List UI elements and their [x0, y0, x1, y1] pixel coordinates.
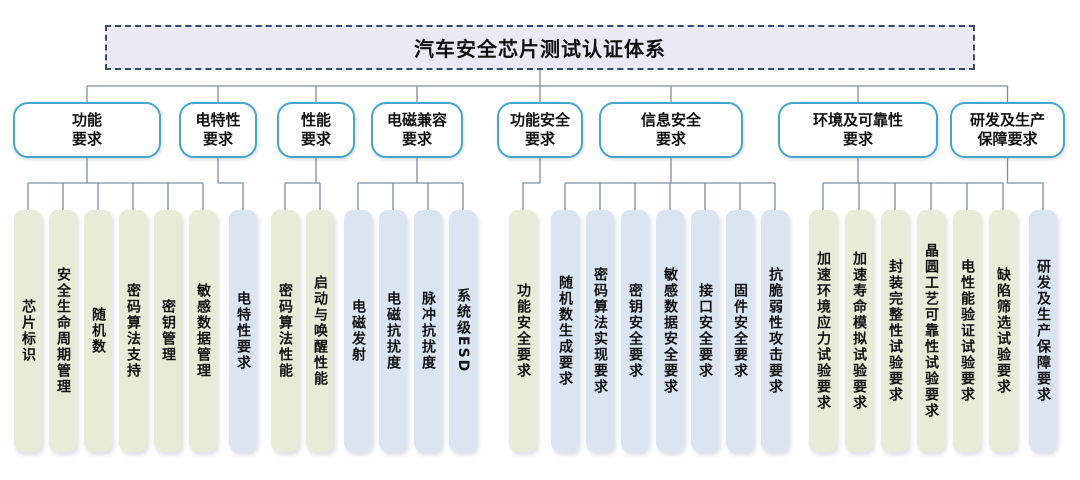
- leaf-performance-0: 密码算法性能: [271, 210, 299, 452]
- leaf-label: 密码算法支持: [125, 283, 141, 379]
- leaf-information-security-0: 随机数生成要求: [551, 210, 579, 452]
- leaf-functional-safety-0: 功能安全要求: [509, 210, 537, 452]
- leaf-information-security-1: 密码算法实现要求: [586, 210, 614, 452]
- leaf-functional-5: 敏感数据管理: [189, 210, 217, 452]
- leaf-label: 晶圆工艺可靠性试验要求: [923, 243, 939, 419]
- leaf-label: 启动与唤醒性能: [312, 275, 328, 387]
- leaf-environment-reliability-3: 晶圆工艺可靠性试验要求: [917, 210, 945, 452]
- leaf-label: 密码算法性能: [277, 283, 293, 379]
- leaf-label: 封装完整性试验要求: [887, 259, 903, 403]
- branch-electrical: 电特性 要求: [179, 102, 257, 158]
- leaf-label: 密钥管理: [160, 299, 176, 363]
- leaf-emc-2: 脉冲抗扰度: [414, 210, 442, 452]
- leaf-label: 加速环境应力试验要求: [815, 251, 831, 411]
- leaf-label: 电磁发射: [350, 299, 366, 363]
- leaf-label: 随机数: [90, 307, 106, 355]
- leaf-environment-reliability-1: 加速寿命模拟试验要求: [845, 210, 873, 452]
- leaf-environment-reliability-2: 封装完整性试验要求: [881, 210, 909, 452]
- leaf-label: 密钥安全要求: [627, 283, 643, 379]
- leaf-functional-0: 芯片标识: [14, 210, 42, 452]
- branch-environment-reliability: 环境及可靠性 要求: [778, 102, 938, 158]
- leaf-information-security-4: 接口安全要求: [691, 210, 719, 452]
- leaf-information-security-2: 密钥安全要求: [621, 210, 649, 452]
- leaf-label: 缺陷筛选试验要求: [995, 267, 1011, 395]
- leaf-label: 电特性要求: [235, 291, 251, 371]
- leaf-label: 研发及生产保障要求: [1035, 259, 1051, 403]
- leaf-environment-reliability-4: 电性能验证试验要求: [953, 210, 981, 452]
- leaf-label: 电性能验证试验要求: [959, 259, 975, 403]
- leaf-label: 电磁抗扰度: [385, 291, 401, 371]
- leaf-label: 抗脆弱性攻击要求: [767, 267, 783, 395]
- leaf-performance-1: 启动与唤醒性能: [306, 210, 334, 452]
- leaf-emc-0: 电磁发射: [344, 210, 372, 452]
- leaf-rd-production-0: 研发及生产保障要求: [1029, 210, 1057, 452]
- leaf-label: 固件安全要求: [732, 283, 748, 379]
- branch-functional-safety: 功能安全 要求: [497, 102, 583, 158]
- leaf-functional-2: 随机数: [84, 210, 112, 452]
- leaf-label: 密码算法实现要求: [592, 267, 608, 395]
- leaf-label: 安全生命周期管理: [55, 267, 71, 395]
- leaf-emc-1: 电磁抗扰度: [379, 210, 407, 452]
- leaf-environment-reliability-5: 缺陷筛选试验要求: [989, 210, 1017, 452]
- root-title: 汽车安全芯片测试认证体系: [105, 25, 975, 70]
- leaf-electrical-0: 电特性要求: [229, 210, 257, 452]
- leaf-information-security-5: 固件安全要求: [726, 210, 754, 452]
- leaf-label: 敏感数据管理: [195, 283, 211, 379]
- leaf-functional-4: 密钥管理: [154, 210, 182, 452]
- branch-emc: 电磁兼容 要求: [371, 102, 463, 158]
- leaf-label: 功能安全要求: [515, 283, 531, 379]
- branch-functional: 功能 要求: [13, 102, 161, 158]
- branch-rd-production: 研发及生产 保障要求: [950, 102, 1065, 158]
- leaf-label: 系统级ESD: [455, 288, 471, 374]
- branch-performance: 性能 要求: [277, 102, 355, 158]
- leaf-label: 加速寿命模拟试验要求: [851, 251, 867, 411]
- leaf-emc-3: 系统级ESD: [449, 210, 477, 452]
- leaf-functional-3: 密码算法支持: [119, 210, 147, 452]
- leaf-label: 芯片标识: [20, 299, 36, 363]
- leaf-label: 接口安全要求: [697, 283, 713, 379]
- leaf-label: 敏感数据安全要求: [662, 267, 678, 395]
- leaf-functional-1: 安全生命周期管理: [49, 210, 77, 452]
- leaf-information-security-6: 抗脆弱性攻击要求: [761, 210, 789, 452]
- leaf-label: 随机数生成要求: [557, 275, 573, 387]
- leaf-information-security-3: 敏感数据安全要求: [656, 210, 684, 452]
- leaf-label: 脉冲抗扰度: [420, 291, 436, 371]
- branch-information-security: 信息安全 要求: [599, 102, 743, 158]
- leaf-environment-reliability-0: 加速环境应力试验要求: [809, 210, 837, 452]
